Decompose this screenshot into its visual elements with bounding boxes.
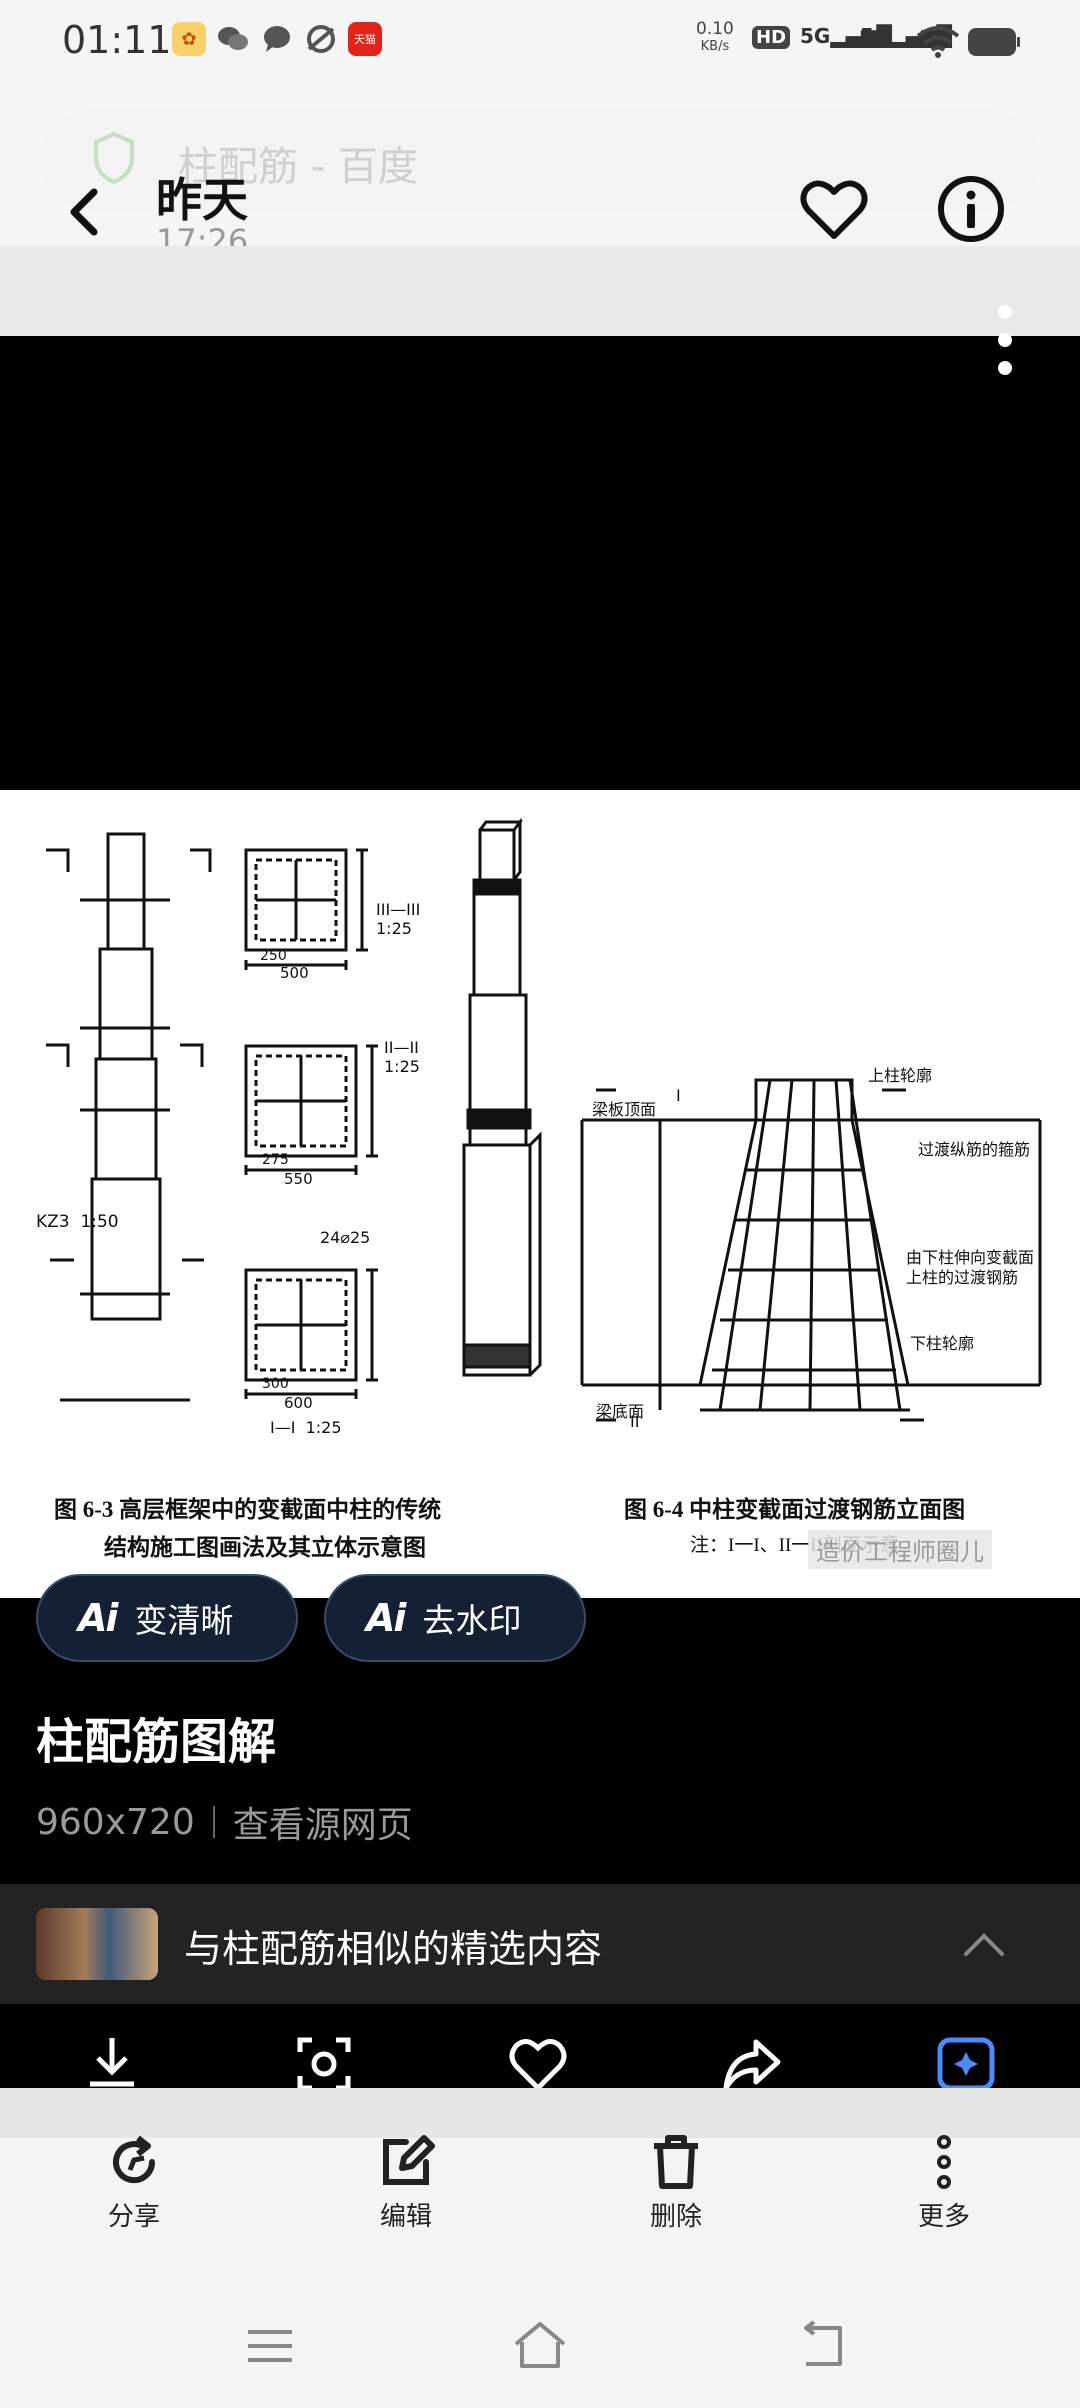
label-dim-500: 500	[280, 964, 309, 982]
label-mark-i: I	[676, 1086, 681, 1105]
header-divider-band	[0, 246, 1080, 336]
ai-image-icon[interactable]	[936, 2034, 996, 2094]
ai-remove-watermark-button[interactable]: Ai 去水印	[324, 1574, 586, 1662]
shield-icon	[94, 132, 134, 184]
system-nav-bar	[0, 2278, 1080, 2408]
label-dim-300: 300	[262, 1376, 289, 1392]
favorite-heart-button[interactable]	[800, 176, 868, 244]
label-transition-stirrups: 过渡纵筋的箍筋	[918, 1140, 1031, 1159]
app-notification-icon: ✿	[172, 22, 206, 56]
caption-fig-6-3-line1: 图 6-3 高层框架中的变截面中柱的传统	[54, 1497, 442, 1522]
label-upper-outline: 上柱轮廓	[868, 1066, 933, 1085]
chevron-up-icon[interactable]	[960, 1924, 1008, 1964]
browser-icon	[304, 22, 338, 56]
edit-button[interactable]: 编辑	[336, 2132, 476, 2233]
delete-button[interactable]: 删除	[606, 2132, 746, 2233]
share-button[interactable]: 分享	[64, 2132, 204, 2233]
caption-fig-6-3-line2: 结构施工图画法及其立体示意图	[104, 1535, 426, 1560]
more-label: 更多	[917, 2202, 970, 2232]
label-dim-275: 275	[262, 1152, 289, 1168]
ai-enhance-button[interactable]: Ai 变清晰	[36, 1574, 298, 1662]
hd-badge: HD	[752, 24, 791, 49]
meta-separator	[212, 1806, 215, 1838]
similar-content-bar[interactable]	[0, 1884, 1080, 2004]
delete-label: 删除	[649, 2202, 702, 2232]
background-browser-bar	[40, 110, 1040, 210]
download-icon[interactable]	[82, 2034, 142, 2094]
background-page-title: 柱配筋 - 百度	[178, 144, 418, 190]
menu-icon[interactable]	[240, 2316, 300, 2376]
edit-label: 编辑	[379, 2202, 432, 2232]
message-icon	[260, 22, 294, 56]
label-dim-550: 550	[284, 1170, 313, 1188]
ai-logo-icon: Ai	[78, 1596, 118, 1640]
image-resolution: 960x720	[36, 1801, 195, 1843]
ai-enhance-label: 变清晰	[134, 1601, 234, 1640]
share-label: 分享	[107, 2202, 160, 2232]
label-mark-ii: II	[630, 1412, 640, 1431]
image-title: 柱配筋图解	[36, 1714, 277, 1770]
view-source-link[interactable]: 查看源网页	[232, 1805, 413, 1846]
wechat-icon	[216, 22, 250, 56]
wifi-icon	[916, 26, 960, 58]
heart-icon[interactable]	[508, 2034, 568, 2094]
battery-icon	[968, 28, 1020, 56]
engineering-drawing	[46, 817, 1042, 1422]
back-button[interactable]	[56, 170, 116, 250]
similar-thumbnail[interactable]	[36, 1908, 158, 1980]
action-bar-strip	[0, 2088, 1080, 2138]
image-meta: 960x720 查看源网页	[36, 1796, 413, 1848]
trash-icon	[654, 2135, 698, 2189]
label-dim-250: 250	[260, 948, 287, 964]
watermark-text: 造价工程师圈儿	[808, 1530, 992, 1569]
label-lower-outline: 下柱轮廓	[910, 1334, 975, 1353]
label-beam-bottom: 梁底面	[596, 1402, 645, 1421]
label-dim-600: 600	[284, 1394, 313, 1412]
label-kz3: KZ3 1:50	[36, 1212, 119, 1232]
more-vertical-icon	[937, 2135, 951, 2189]
lens-search-icon[interactable]	[294, 2034, 354, 2094]
status-time: 01:11	[62, 18, 172, 62]
viewer-more-icon[interactable]	[990, 300, 1020, 380]
network-speed: 0.10 KB/s	[696, 19, 734, 54]
label-transition-bars: 由下柱伸向变截面上柱的过渡钢筋	[906, 1248, 1035, 1287]
signal-bars-icon: ▂▄▆█	[830, 24, 892, 48]
similar-content-label: 与柱配筋相似的精选内容	[184, 1927, 603, 1971]
info-button[interactable]	[936, 174, 1006, 244]
edit-icon	[383, 2135, 435, 2185]
label-beam-top: 梁板顶面	[592, 1100, 657, 1119]
ai-logo-icon: Ai	[366, 1596, 406, 1640]
more-button[interactable]: 更多	[874, 2132, 1014, 2233]
ai-remove-watermark-label: 去水印	[422, 1601, 522, 1640]
share-arrow-icon[interactable]	[722, 2034, 782, 2094]
label-bars: 24⌀25	[320, 1228, 371, 1247]
share-rotate-icon	[113, 2135, 156, 2184]
notification-icons: ✿ 天猫	[172, 22, 382, 56]
signal-5g-1: 5G▂▄▆█	[800, 24, 892, 48]
label-section-1: I—I 1:25	[270, 1418, 342, 1437]
viewer-toolbar	[0, 2004, 1080, 2096]
caption-fig-6-4: 图 6-4 中柱变截面过渡钢筋立面图	[624, 1497, 966, 1522]
tmall-icon: 天猫	[348, 22, 382, 56]
date-title: 昨天	[156, 173, 248, 227]
back-nav-icon[interactable]	[792, 2316, 852, 2376]
home-icon[interactable]	[510, 2316, 570, 2376]
